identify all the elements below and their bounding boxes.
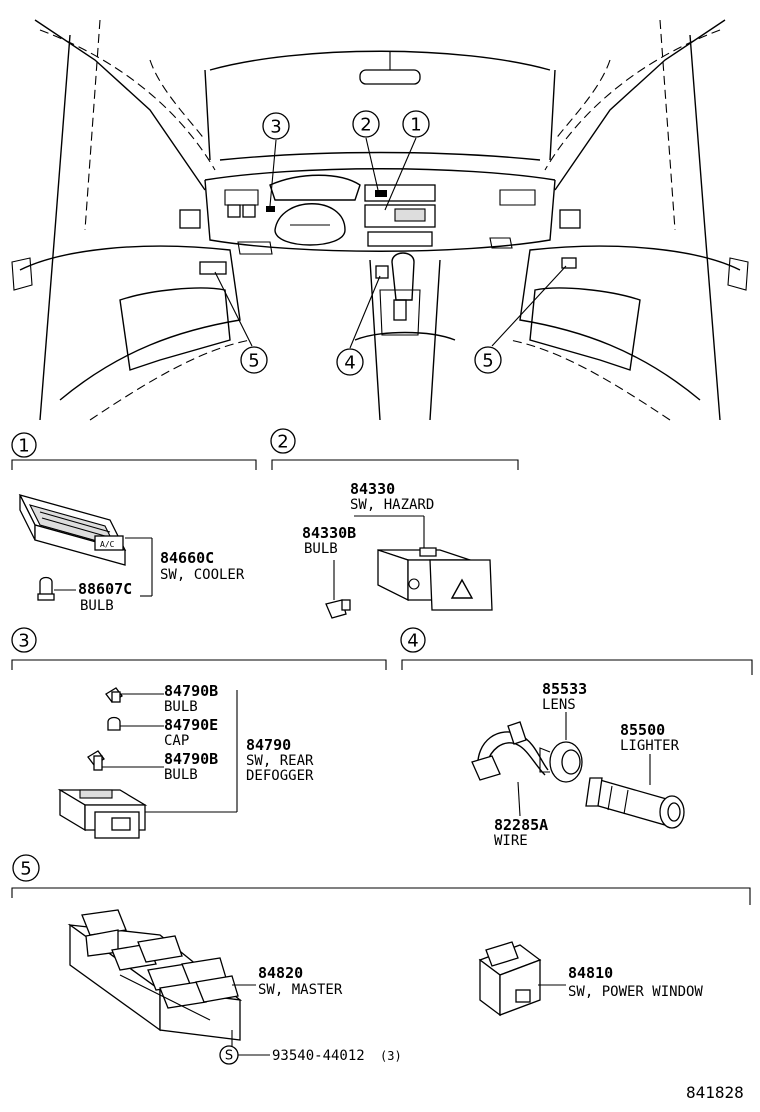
part-name-84660C: SW, COOLER	[160, 567, 245, 583]
svg-text:S: S	[225, 1049, 233, 1064]
part-name-84790-line2: DEFOGGER	[246, 768, 314, 784]
part-number-84790E: 84790E	[164, 716, 218, 734]
part-number-84330: 84330	[350, 480, 395, 498]
part-name-84790B-top: BULB	[164, 699, 198, 715]
part-number-84790B-bottom: 84790B	[164, 750, 218, 768]
part-number-84790B-top: 84790B	[164, 682, 218, 700]
svg-text:3: 3	[270, 117, 281, 138]
overview-callout-3: 3	[262, 112, 290, 140]
cooler-switch-illustration: A/C	[18, 493, 127, 566]
power-window-switch-84810-illustration	[478, 941, 542, 1017]
bulb-88607C-illustration	[37, 576, 55, 601]
part-number-84820: 84820	[258, 964, 303, 982]
overview-callout-4: 4	[336, 348, 364, 376]
svg-text:4: 4	[407, 631, 418, 652]
part-name-84820: SW, MASTER	[258, 982, 343, 998]
section-3-rear-defogger-switch: 3 84790B BULB 84790E CAP 84790B	[11, 627, 387, 839]
svg-text:3: 3	[18, 631, 29, 652]
part-number-85533: 85533	[542, 680, 587, 698]
overview-callout-5-left: 5	[240, 346, 268, 374]
svg-text:5: 5	[482, 351, 493, 372]
part-name-84330: SW, HAZARD	[350, 497, 434, 513]
part-number-82285A: 82285A	[494, 816, 548, 834]
part-number-84810: 84810	[568, 964, 613, 982]
bulb-84790B-bottom-illustration	[87, 750, 105, 771]
svg-text:4: 4	[344, 353, 355, 374]
svg-text:2: 2	[360, 115, 371, 136]
section-1-cooler-switch: 1 A/C 84660C SW, COOLER 88607C BULB	[11, 432, 257, 614]
part-number-88607C: 88607C	[78, 580, 132, 598]
hazard-switch-illustration	[377, 547, 493, 611]
section-4-cigarette-lighter: 4 85533 LENS 85500 LIGHTER 82285A WIRE	[400, 627, 753, 849]
svg-text:1: 1	[410, 115, 421, 136]
overview-callout-5-right: 5	[474, 346, 502, 374]
section-5-power-window-switches: 5 84820 SW, MASTER S 93540-44012 (3)	[11, 854, 751, 1065]
part-name-85533: LENS	[542, 697, 576, 713]
interior-overview-illustration: 3 2 1 4 5 5	[11, 19, 749, 421]
svg-text:2: 2	[277, 432, 288, 453]
part-name-84790-line1: SW, REAR	[246, 753, 314, 769]
wire-82285A-illustration	[471, 721, 549, 781]
lighter-85500-illustration	[585, 777, 685, 829]
part-name-84810: SW, POWER WINDOW	[568, 984, 703, 1000]
part-name-84790E: CAP	[164, 733, 189, 749]
master-switch-84820-illustration	[67, 909, 243, 1041]
overview-callout-1: 1	[402, 110, 430, 138]
figure-id: 841828	[686, 1083, 744, 1102]
part-number-84330B: 84330B	[302, 524, 356, 542]
section-2-hazard-switch: 2 84330 SW, HAZARD 84330B BULB	[270, 428, 519, 619]
bulb-84790B-top-illustration	[105, 687, 123, 703]
rear-defogger-switch-illustration	[57, 788, 148, 839]
svg-text:5: 5	[20, 859, 31, 880]
part-name-88607C: BULB	[80, 598, 114, 614]
overview-callout-2: 2	[352, 110, 380, 138]
part-name-84790B-bottom: BULB	[164, 767, 198, 783]
screw-part-number: 93540-44012	[272, 1048, 365, 1064]
part-number-85500: 85500	[620, 721, 665, 739]
part-name-84330B: BULB	[304, 541, 338, 557]
cap-84790E-illustration	[107, 716, 121, 731]
screw-93540-44012: S 93540-44012 (3)	[219, 1045, 402, 1065]
screw-quantity: (3)	[380, 1049, 402, 1063]
part-number-84790: 84790	[246, 736, 291, 754]
svg-text:5: 5	[248, 351, 259, 372]
svg-text:1: 1	[18, 436, 29, 457]
part-name-82285A: WIRE	[494, 833, 528, 849]
svg-text:A/C: A/C	[100, 540, 115, 549]
part-number-84660C: 84660C	[160, 549, 214, 567]
lens-85533-illustration	[539, 741, 583, 783]
bulb-84330B-illustration	[325, 599, 351, 619]
part-name-85500: LIGHTER	[620, 738, 680, 754]
